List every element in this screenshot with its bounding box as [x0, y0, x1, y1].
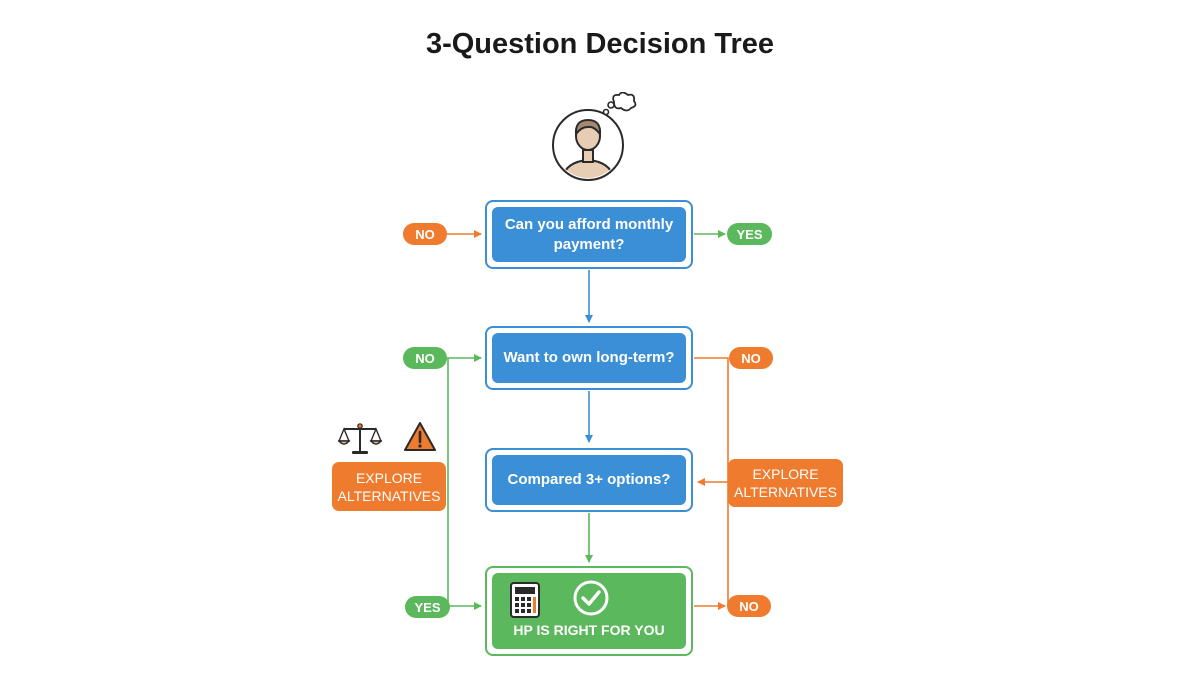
- no-label-right: NO: [729, 347, 773, 369]
- person-thinking-icon: [552, 92, 637, 181]
- result-inner: HP IS RIGHT FOR YOU: [492, 573, 686, 649]
- no-label-left: NO: [403, 347, 447, 369]
- yes-label-result: YES: [405, 596, 450, 618]
- question-own-box: Want to own long-term?: [485, 326, 693, 390]
- question-compared-box: Compared 3+ options?: [485, 448, 693, 512]
- question-afford-box: Can you afford monthly payment?: [485, 200, 693, 269]
- question-compared-text: Compared 3+ options?: [492, 455, 686, 505]
- question-own-text: Want to own long-term?: [492, 333, 686, 383]
- no-label-q1: NO: [403, 223, 447, 245]
- calculator-icon: [510, 582, 540, 618]
- right-orange-bracket: [694, 357, 729, 606]
- explore-alternatives-left: EXPLORE ALTERNATIVES: [332, 462, 446, 511]
- question-afford-text: Can you afford monthly payment?: [492, 207, 686, 262]
- explore-alternatives-right: EXPLORE ALTERNATIVES: [728, 459, 843, 507]
- balance-scale-icon: [338, 423, 382, 454]
- no-label-result: NO: [727, 595, 771, 617]
- result-label: HP IS RIGHT FOR YOU: [513, 622, 665, 638]
- page-title: 3-Question Decision Tree: [425, 28, 775, 60]
- warning-icon: [404, 422, 436, 451]
- checkmark-icon: [573, 580, 609, 616]
- result-box: HP IS RIGHT FOR YOU: [485, 566, 693, 656]
- yes-label-q1: YES: [727, 223, 772, 245]
